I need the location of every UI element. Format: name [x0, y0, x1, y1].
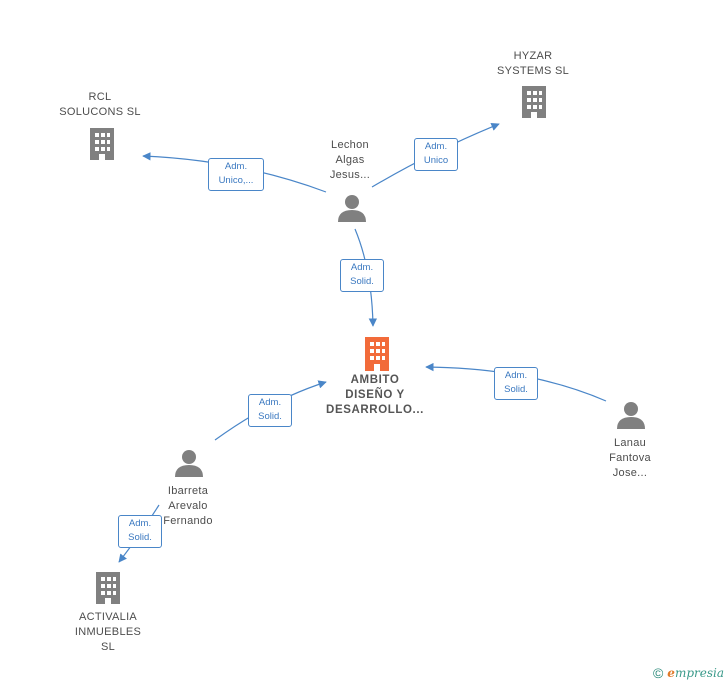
relation-box-ibarreta-activalia[interactable]: Adm. Solid. — [118, 515, 162, 548]
relation-box-lechon-hyzar[interactable]: Adm. Unico — [414, 138, 458, 171]
person-label-ibarreta[interactable]: Ibarreta Arevalo Fernando — [163, 485, 213, 527]
relation-box-lanau-ambito[interactable]: Adm. Solid. — [494, 367, 538, 400]
person-icon[interactable] — [337, 193, 367, 228]
building-icon[interactable] — [518, 84, 550, 123]
person-label-lanau[interactable]: Lanau Fantova Jose... — [609, 437, 651, 479]
footer-brand[interactable]: © empresia — [653, 665, 724, 681]
person-label-lechon[interactable]: Lechon Algas Jesus... — [329, 139, 371, 181]
company-label-rcl[interactable]: RCL SOLUCONS SL — [59, 91, 141, 118]
building-icon[interactable] — [86, 126, 118, 165]
relation-box-lechon-rcl[interactable]: Adm. Unico,... — [208, 158, 264, 191]
company-label-activalia[interactable]: ACTIVALIA INMUEBLES SL — [74, 611, 142, 653]
brand-logo: empresia — [667, 666, 724, 680]
company-label-hyzar[interactable]: HYZAR SYSTEMS SL — [496, 50, 570, 77]
company-label-ambito[interactable]: AMBITO DISEÑO Y DESARROLLO... — [326, 374, 424, 416]
copyright-icon: © — [652, 665, 664, 681]
relation-box-ibarreta-ambito[interactable]: Adm. Solid. — [248, 394, 292, 427]
person-icon[interactable] — [616, 400, 646, 435]
person-icon[interactable] — [174, 448, 204, 483]
building-icon[interactable] — [92, 570, 124, 609]
focus-building-icon[interactable] — [361, 335, 393, 376]
relation-box-lechon-ambito[interactable]: Adm. Solid. — [340, 259, 384, 292]
